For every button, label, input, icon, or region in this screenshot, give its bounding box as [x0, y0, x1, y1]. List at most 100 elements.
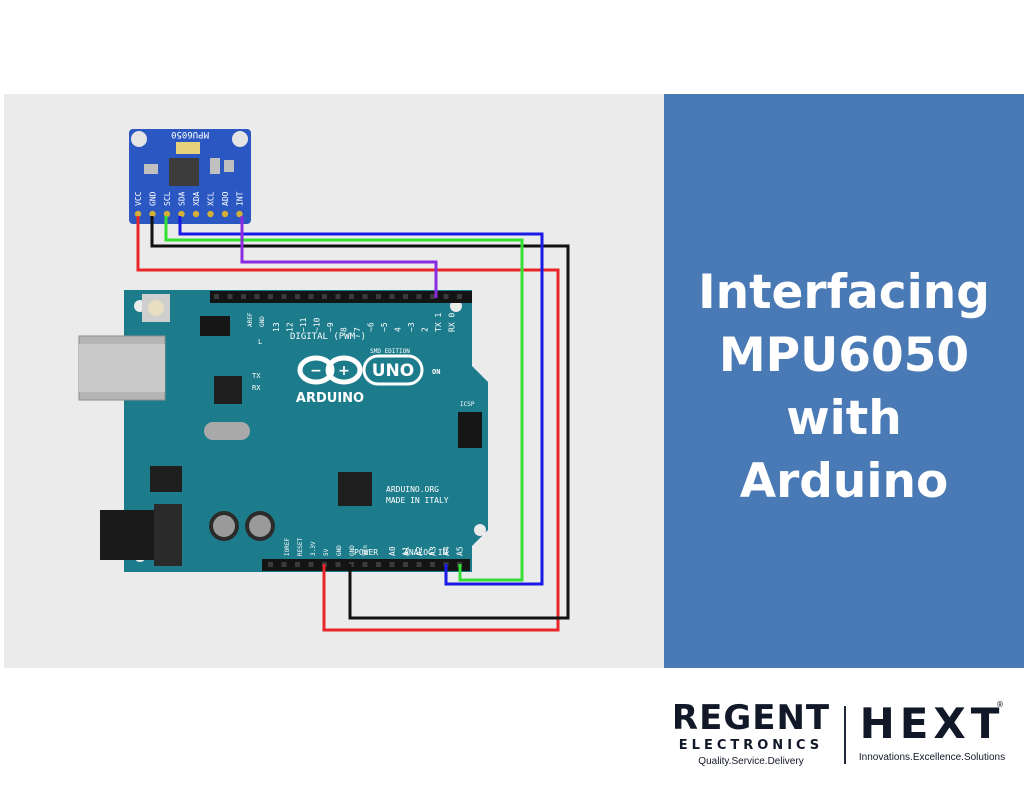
- crystal-oscillator: [204, 422, 250, 440]
- mpu-pin-hole: [236, 210, 243, 218]
- usb-connector-face: [79, 344, 165, 392]
- header-hole: [281, 562, 287, 567]
- power-pin-label: RESET: [297, 538, 304, 556]
- digital-pin-label: 2: [421, 327, 430, 332]
- capacitor-top: [249, 515, 271, 537]
- power-pin-label: IOREF: [284, 538, 291, 556]
- gnd-top-label: GND: [259, 316, 266, 327]
- header-hole: [281, 294, 287, 299]
- digital-pin-label: 13: [272, 322, 281, 332]
- header-hole: [335, 294, 341, 299]
- svg-text:−: −: [310, 363, 322, 379]
- header-hole: [349, 294, 354, 299]
- digital-pin-label: ~6: [367, 322, 376, 332]
- header-hole: [416, 294, 422, 299]
- led-label-tx: TX: [252, 372, 261, 380]
- mpu-pin-label: GND: [149, 191, 158, 206]
- power-pin-label: Vin: [362, 545, 369, 556]
- power-pin-label: GND: [336, 545, 343, 556]
- digital-pin-label: ~11: [299, 317, 308, 332]
- mpu-crystal: [176, 142, 200, 154]
- analog-pin-label: A3: [429, 546, 438, 556]
- mpu-pin-label: VCC: [134, 191, 143, 206]
- power-jack-body: [154, 504, 182, 566]
- digital-pin-label: 7: [353, 327, 362, 332]
- mpu-chip: [169, 158, 199, 186]
- uno-badge: [362, 354, 424, 386]
- analog-pin-label: A0: [388, 546, 397, 556]
- header-hole: [376, 562, 381, 567]
- arduino-brand: ARDUINO: [296, 391, 364, 406]
- mpu-pin-label: SDA: [178, 191, 187, 206]
- digital-pin-label: ~9: [326, 322, 335, 332]
- header-hole: [457, 294, 462, 299]
- digital-label: DIGITAL (PWM~): [290, 332, 366, 342]
- header-hole: [362, 562, 368, 567]
- analog-pin-label: A5: [456, 546, 465, 556]
- header-hole: [389, 562, 395, 567]
- header-hole: [227, 294, 233, 299]
- digital-pin-label: ~10: [313, 317, 322, 332]
- arduino-site: ARDUINO.ORG: [386, 485, 439, 494]
- header-hole: [335, 562, 341, 567]
- mpu-pin-label: XCL: [207, 191, 216, 206]
- digital-pin-label: 4: [394, 327, 403, 332]
- header-hole: [430, 562, 435, 567]
- analog-pin-label: A1: [402, 546, 411, 556]
- header-hole: [403, 562, 408, 567]
- mpu-pin-hole: [207, 210, 214, 218]
- header-hole: [389, 294, 395, 299]
- header-hole: [268, 294, 273, 299]
- header-hole: [214, 294, 219, 299]
- on-label: ON: [432, 368, 440, 376]
- regent-logo: REGENT ELECTRONICS Quality.Service.Deliv…: [666, 700, 836, 767]
- wire-scl: [164, 216, 524, 582]
- voltage-regulator: [150, 466, 182, 492]
- hext-tagline: Innovations.Excellence.Solutions: [858, 752, 1006, 763]
- header-hole: [376, 294, 381, 299]
- mpu-pin-label: XDA: [192, 191, 201, 206]
- power-pin-label: GND: [349, 545, 356, 556]
- header-hole: [268, 562, 273, 567]
- icsp-header-usb: [200, 316, 230, 336]
- power-pin-label: 3.3V: [310, 541, 317, 556]
- title-line: Arduino: [739, 454, 949, 509]
- header-hole: [295, 294, 300, 299]
- header-hole: [254, 294, 260, 299]
- title-panel: Interfacing MPU6050 with Arduino: [664, 94, 1024, 668]
- regent-tagline: Quality.Service.Delivery: [698, 756, 804, 767]
- mpu-pin-hole: [163, 210, 171, 218]
- title: Interfacing MPU6050 with Arduino: [698, 261, 990, 513]
- capacitor-top: [213, 515, 235, 537]
- arduino-uno-board: − + ARDUINO UNO SMD EDITION DIGITAL (PWM…: [78, 290, 488, 572]
- wire-vcc: [136, 216, 560, 632]
- microcontroller: [338, 472, 372, 506]
- header-hole: [308, 562, 314, 567]
- logo-divider: [844, 706, 846, 764]
- usb-chip: [214, 376, 242, 404]
- mpu-pin-label: ADO: [221, 191, 230, 206]
- mpu-component: [210, 158, 220, 174]
- digital-pin-label: ~3: [407, 322, 416, 332]
- mpu-pin-hole: [149, 210, 156, 218]
- mpu-pin-label: INT: [236, 191, 245, 206]
- title-line: Interfacing: [698, 265, 990, 320]
- header-hole: [443, 294, 449, 299]
- digital-pin-label: ~5: [380, 322, 389, 332]
- mounting-hole: [232, 131, 248, 147]
- analog-pin-label: A2: [415, 546, 424, 556]
- header-hole: [362, 294, 368, 299]
- mpu-pin-hole: [192, 210, 200, 218]
- arduino-pcb: [124, 290, 488, 572]
- svg-text:+: +: [338, 363, 350, 379]
- regent-sub: ELECTRONICS: [678, 738, 824, 753]
- title-line: with: [786, 391, 902, 446]
- icsp-label: ICSP: [460, 401, 475, 408]
- mpu-component: [144, 164, 158, 174]
- title-line: MPU6050: [718, 328, 970, 383]
